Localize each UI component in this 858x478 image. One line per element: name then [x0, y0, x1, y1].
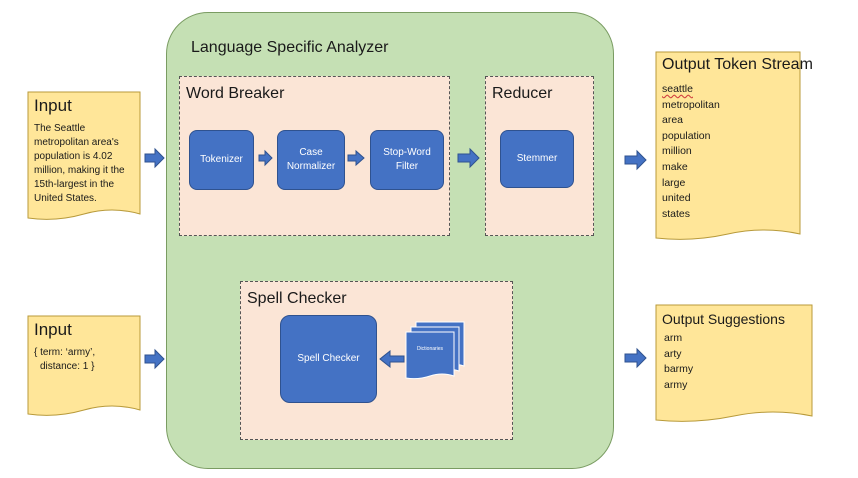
output-token-stream-document: Output Token Stream seattle metropolitan…	[656, 52, 813, 232]
token-item: seattle	[662, 83, 693, 95]
spell-checker-title: Spell Checker	[247, 290, 347, 307]
output-tokens-document-shape	[655, 51, 801, 240]
token-item: population	[662, 129, 711, 142]
stop-word-filter-box: Stop-Word Filter	[370, 130, 444, 190]
token-item: million	[662, 145, 692, 158]
analyzer-title: Language Specific Analyzer	[191, 39, 389, 56]
token-item: states	[662, 207, 691, 220]
token-item: area	[662, 114, 684, 127]
input-query-body: { term: ‘army’, distance: 1 }	[34, 346, 95, 374]
token-item: metropolitan	[662, 98, 720, 111]
stemmer-box: Stemmer	[500, 130, 574, 188]
reducer-title: Reducer	[492, 85, 553, 102]
suggestion-list: arm arty barmy army	[664, 331, 693, 393]
output-token-stream-title: Output Token Stream	[662, 56, 813, 73]
suggestion-item: arty	[664, 347, 682, 360]
input-text-title: Input	[34, 96, 72, 115]
suggestion-item: arm	[664, 332, 683, 344]
output-suggestions-document: Output Suggestions arm arty barmy army	[656, 305, 812, 415]
dictionaries-label: Dictionaries	[416, 346, 444, 352]
suggestion-item: barmy	[664, 363, 694, 376]
input-query-title: Input	[34, 320, 72, 339]
input-query-line-1: { term: ‘army’,	[34, 347, 96, 358]
input-text-body: The Seattle metropolitan area's populati…	[34, 123, 125, 204]
input-text-document-shape	[27, 91, 141, 220]
case-normalizer-box: Case Normalizer	[277, 130, 345, 190]
token-item: large	[662, 176, 686, 189]
input-text-document: Input The Seattle metropolitan area's po…	[28, 92, 140, 212]
token-list: seattle metropolitan area population mil…	[662, 82, 720, 222]
token-item: make	[662, 160, 688, 173]
dictionaries-icon	[405, 321, 465, 380]
input-query-line-2: distance: 1 }	[40, 361, 95, 372]
output-suggestions-document-shape	[655, 304, 813, 422]
word-breaker-title: Word Breaker	[186, 85, 285, 102]
suggestion-item: army	[664, 378, 688, 391]
spell-checker-box: Spell Checker	[280, 315, 377, 403]
input-query-document: Input { term: ‘army’, distance: 1 }	[28, 316, 140, 406]
output-suggestions-title: Output Suggestions	[662, 311, 785, 327]
token-item: united	[662, 192, 691, 205]
input-query-document-shape	[27, 315, 141, 416]
tokenizer-box: Tokenizer	[189, 130, 254, 190]
